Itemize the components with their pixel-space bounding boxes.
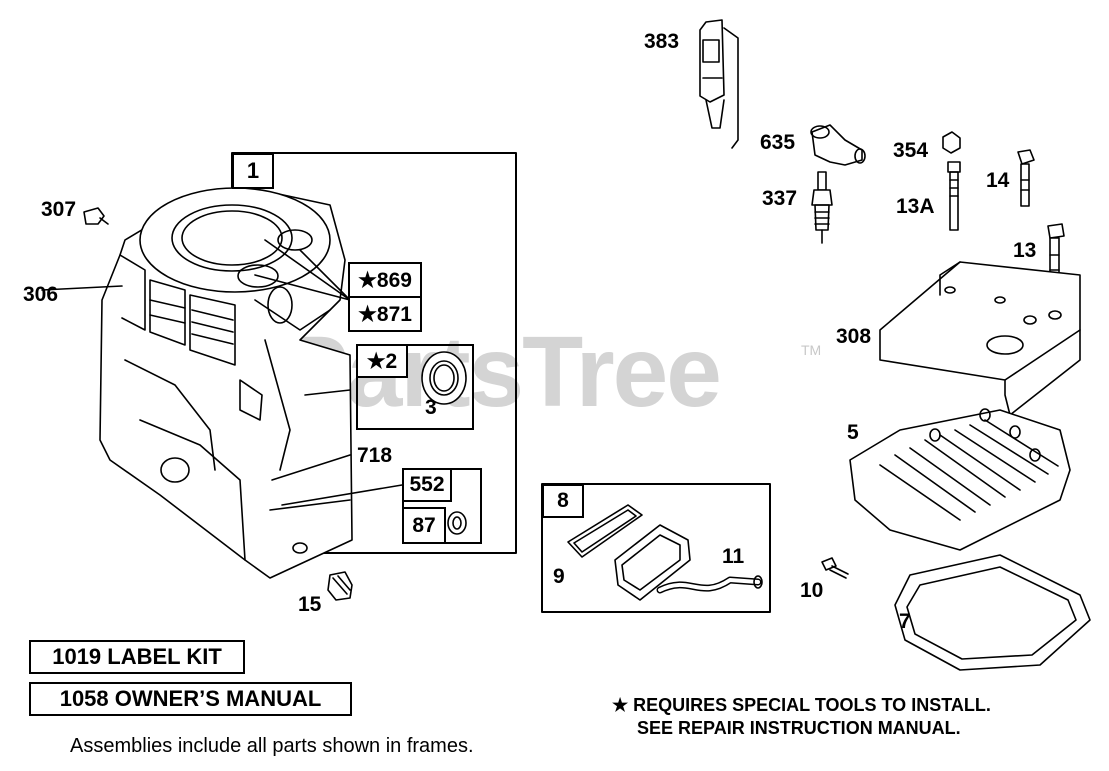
label-kit-box: 1019 LABEL KIT bbox=[29, 640, 245, 674]
frame-8-outline bbox=[541, 483, 771, 613]
label-308: 308 bbox=[836, 325, 872, 348]
part-354-nut bbox=[942, 131, 961, 154]
part-3-seal bbox=[421, 351, 467, 405]
label-718: 718 bbox=[357, 444, 393, 467]
part-9-gasket bbox=[567, 504, 643, 558]
label-3: 3 bbox=[425, 396, 437, 419]
label-306: 306 bbox=[23, 283, 59, 306]
frame-1-label: 1 bbox=[232, 153, 274, 189]
assemblies-footnote: Assemblies include all parts shown in fr… bbox=[70, 735, 474, 757]
part-14-bolt bbox=[1017, 149, 1035, 207]
label-13: 13 bbox=[1013, 239, 1037, 262]
part-635-boot bbox=[810, 124, 866, 166]
part-10-screw bbox=[821, 557, 849, 579]
label-383: 383 bbox=[644, 30, 680, 53]
label-10: 10 bbox=[800, 579, 824, 602]
part-7-gasket bbox=[894, 554, 1091, 671]
label-5: 5 bbox=[847, 421, 859, 444]
label-14: 14 bbox=[986, 169, 1010, 192]
label-13a: 13A bbox=[896, 195, 935, 218]
callout-869: ★869 bbox=[348, 262, 422, 298]
part-383-tool bbox=[699, 19, 739, 149]
callout-87: 87 bbox=[402, 507, 446, 544]
part-5-cylinder-head bbox=[849, 408, 1071, 551]
frame-8-label: 8 bbox=[542, 484, 584, 518]
part-337-spark-plug bbox=[811, 171, 833, 244]
label-337: 337 bbox=[762, 187, 798, 210]
watermark-trademark: TM bbox=[801, 342, 822, 358]
part-15-plug bbox=[327, 571, 353, 601]
callout-871: ★871 bbox=[348, 296, 422, 332]
label-635: 635 bbox=[760, 131, 796, 154]
label-9: 9 bbox=[553, 565, 565, 588]
watermark: PartsTree bbox=[282, 316, 722, 428]
engine-block bbox=[99, 187, 353, 579]
breather-cover bbox=[614, 524, 691, 601]
label-15: 15 bbox=[298, 593, 322, 616]
part-11-tube bbox=[656, 575, 763, 594]
owners-manual-box: 1058 OWNER’S MANUAL bbox=[29, 682, 352, 716]
label-354: 354 bbox=[893, 139, 929, 162]
part-13a-stud bbox=[947, 161, 961, 231]
label-11: 11 bbox=[722, 545, 745, 568]
frame-2-outline bbox=[356, 344, 474, 430]
label-307: 307 bbox=[41, 198, 77, 221]
label-7: 7 bbox=[899, 610, 911, 633]
special-tools-note: ★ REQUIRES SPECIAL TOOLS TO INSTALL. SEE… bbox=[612, 694, 991, 740]
part-307-bolt bbox=[83, 207, 109, 225]
note-line-2: SEE REPAIR INSTRUCTION MANUAL. bbox=[637, 718, 961, 738]
note-line-1: ★ REQUIRES SPECIAL TOOLS TO INSTALL. bbox=[612, 695, 991, 715]
part-308-shroud bbox=[879, 261, 1081, 416]
